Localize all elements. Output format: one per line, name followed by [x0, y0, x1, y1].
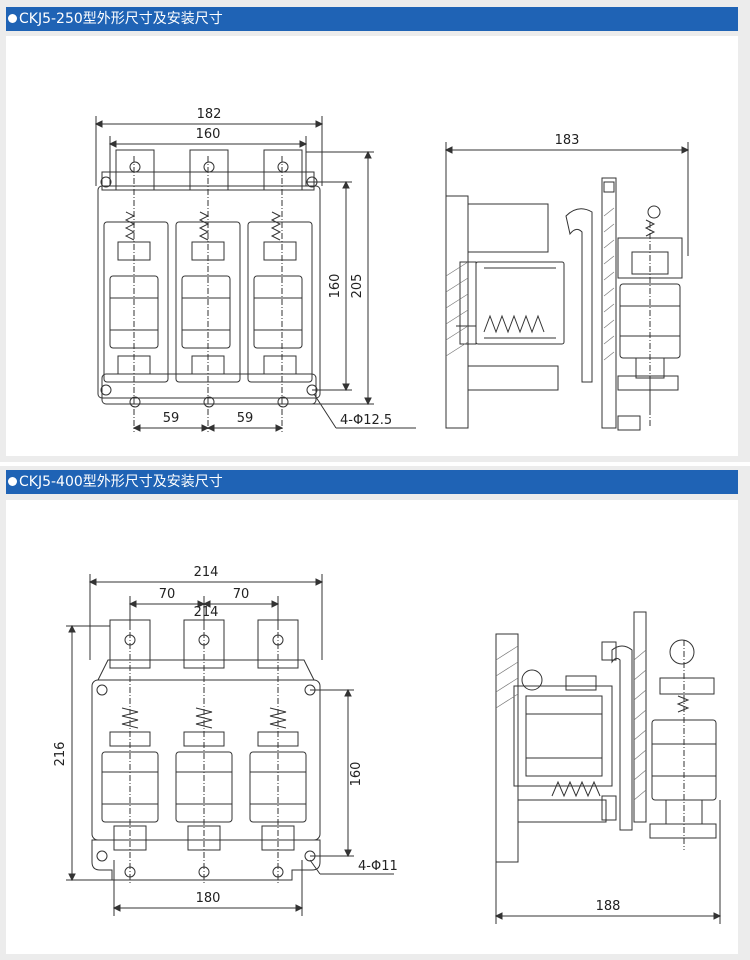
drawing-panel: 214 70 70 214 216 160 4-Φ11 180 188 [6, 500, 738, 954]
dim-pitch-left: 70 [159, 587, 176, 602]
dim-overall-width: 214 [194, 565, 219, 580]
section-ckj5-400: CKJ5-400型外形尺寸及安装尺寸 [0, 466, 750, 960]
section-title: CKJ5-400型外形尺寸及安装尺寸 [19, 474, 223, 490]
dim-holes: 4-Φ11 [358, 859, 398, 874]
section-title: CKJ5-250型外形尺寸及安装尺寸 [19, 11, 223, 27]
dim-terminal-span: 160 [196, 127, 221, 142]
dim-mount-height: 160 [349, 762, 364, 787]
bullet-icon [8, 477, 17, 486]
dim-pitch-right: 70 [233, 587, 250, 602]
dim-overall-height: 216 [53, 742, 68, 767]
dim-holes: 4-Φ12.5 [340, 413, 392, 428]
dimension-drawing-400: 214 70 70 214 216 160 4-Φ11 180 188 [53, 565, 722, 924]
dim-overall-height: 205 [350, 274, 365, 299]
bullet-icon [8, 14, 17, 23]
dim-depth: 188 [596, 899, 621, 914]
dim-overall-width: 182 [197, 107, 222, 122]
dim-inner: 214 [194, 605, 219, 620]
dim-mount-height: 160 [328, 274, 343, 299]
dim-depth: 183 [555, 133, 580, 148]
dimension-drawing-250: 182 160 160 205 59 59 4-Φ12.5 183 [94, 107, 690, 432]
section-ckj5-250: CKJ5-250型外形尺寸及安装尺寸 [0, 0, 750, 462]
dim-pitch-right: 59 [237, 411, 254, 426]
section-title-banner: CKJ5-400型外形尺寸及安装尺寸 [6, 470, 738, 494]
dim-mount-width: 180 [196, 891, 221, 906]
dim-pitch-left: 59 [163, 411, 180, 426]
section-title-banner: CKJ5-250型外形尺寸及安装尺寸 [6, 7, 738, 31]
drawing-panel: 182 160 160 205 59 59 4-Φ12.5 183 [6, 36, 738, 456]
